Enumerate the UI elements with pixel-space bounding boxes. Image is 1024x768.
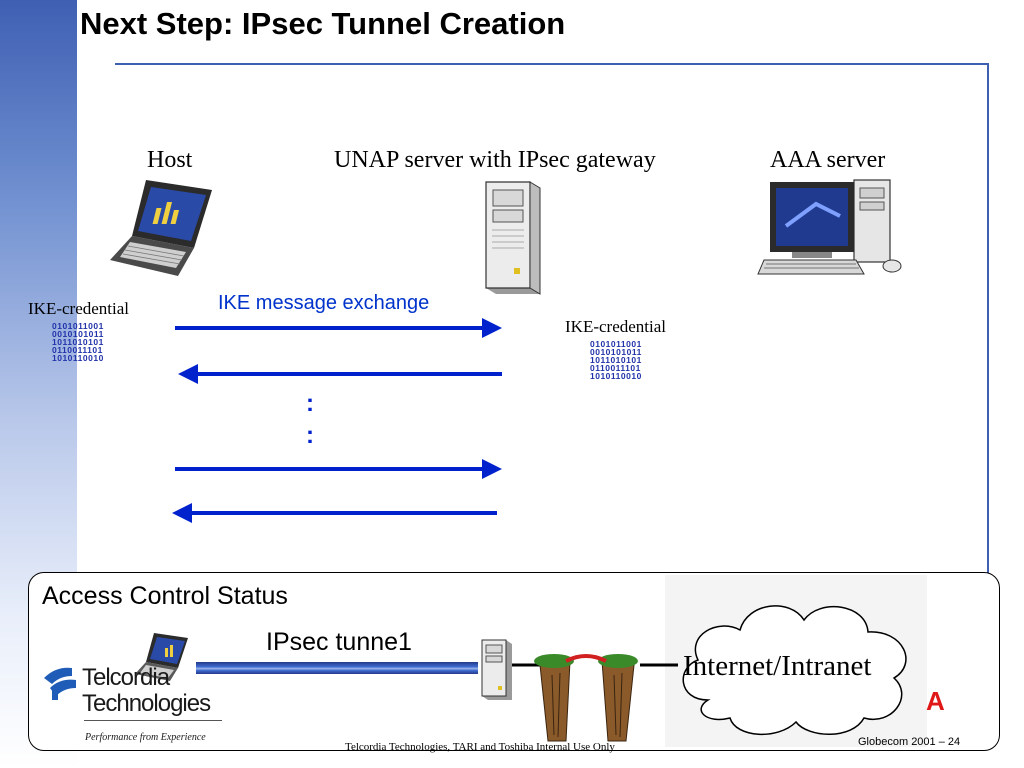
host-credential-bits: 0101011001 0010101011 1011010101 0110011… [52, 321, 104, 363]
logo-divider [84, 720, 222, 721]
small-server-icon [481, 639, 512, 700]
logo-name-telcordia: Telcordia [82, 664, 170, 691]
footer-text: Telcordia Technologies, TARI and Toshiba… [345, 741, 615, 753]
laptop-icon [110, 180, 212, 276]
ike-credential-host-label: IKE-credential [28, 299, 129, 318]
host-label: Host [147, 147, 193, 173]
page-number: Globecom 2001 – 24 [858, 736, 961, 748]
unap-server-label: UNAP server with IPsec gateway [334, 147, 656, 173]
bit-line: 0010101011 [52, 329, 104, 339]
title-rule [115, 63, 988, 65]
slide-title: Next Step: IPsec Tunnel Creation [80, 6, 566, 41]
internet-intranet-label: Internet/Intranet [683, 650, 872, 682]
bit-line: 0101011001 [590, 339, 642, 349]
ipsec-tunnel-label: IPsec tunne1 [266, 628, 412, 656]
cloud-icon [682, 605, 907, 735]
bit-line: 1011010101 [590, 355, 642, 365]
bit-line: 0010101011 [590, 347, 642, 357]
ellipsis-dot-2: : [306, 422, 314, 449]
ipsec-tunnel-bar [196, 662, 478, 674]
ellipsis-dot-1: : [306, 390, 314, 417]
small-laptop-icon [135, 633, 188, 681]
logo-name-technologies: Technologies [82, 690, 211, 717]
aaa-server-label: AAA server [770, 147, 886, 173]
red-logo-fragment: A [926, 686, 945, 716]
aaa-server-icon [757, 179, 902, 275]
right-rule [987, 63, 989, 573]
logo-tagline: Performance from Experience [85, 732, 206, 743]
bit-line: 1010110010 [52, 353, 104, 363]
telcordia-logo-icon [44, 667, 76, 700]
unap-server-icon [485, 181, 541, 295]
bit-line: 0110011101 [52, 345, 103, 355]
gateway-bridge-graphic [512, 654, 678, 742]
bit-line: 1011010101 [52, 337, 104, 347]
status-box-title: Access Control Status [42, 582, 288, 610]
bit-line: 1010110010 [590, 371, 642, 381]
bit-line: 0110011101 [590, 363, 641, 373]
bit-line: 0101011001 [52, 321, 104, 331]
server-credential-bits: 0101011001 0010101011 1011010101 0110011… [590, 339, 642, 381]
ike-message-label: IKE message exchange [218, 292, 430, 314]
ike-credential-server-label: IKE-credential [565, 317, 666, 336]
ike-arrows [172, 318, 502, 523]
